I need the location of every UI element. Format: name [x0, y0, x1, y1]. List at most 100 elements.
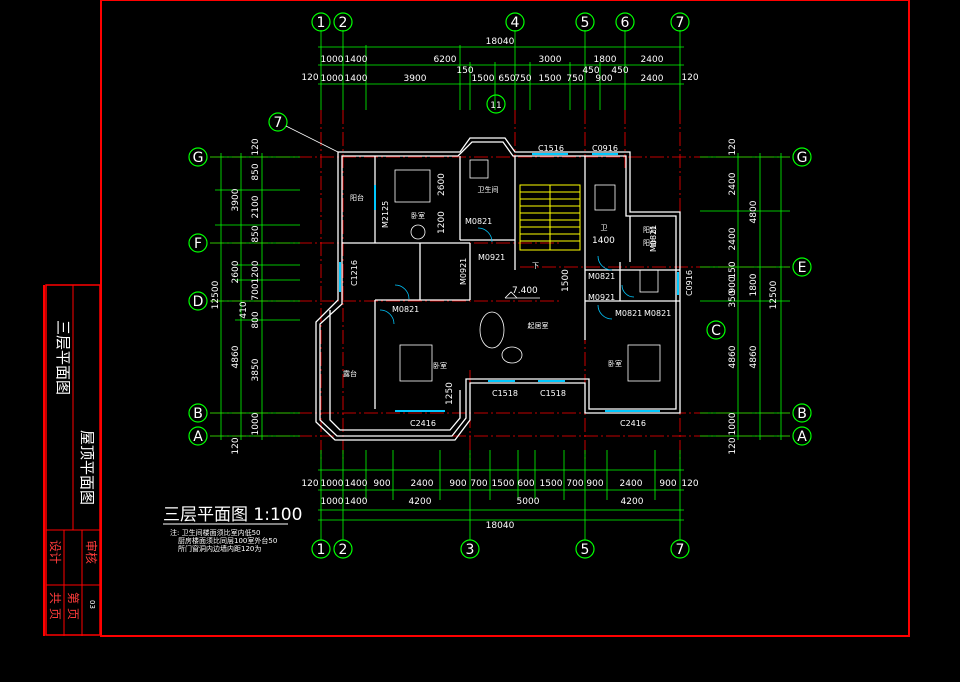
dim-bottom-total: 18040 [486, 521, 515, 531]
axis-top-7: 7 [676, 15, 685, 31]
door-label-m0821-a: M0821 [465, 217, 492, 226]
dim-bottom-5: 900 [449, 479, 466, 489]
door-label-m0921-a: M0921 [478, 253, 505, 262]
dim-right-inner-3: 2400 [728, 227, 738, 250]
level-mark-text: 7.400 [512, 286, 538, 296]
dim-bottom-2: 1400 [345, 479, 368, 489]
dim-bottom2-1: 1000 [321, 497, 344, 507]
dim-top2-9: 900 [595, 74, 612, 84]
dim-left-inner-7: 800 [251, 311, 261, 328]
dim-top-end-left: 120 [301, 73, 318, 83]
dim-top-small-2: 450 [582, 66, 599, 76]
dim-left-inner-5: 1200 [251, 260, 261, 283]
dim-int-1400: 1400 [592, 236, 615, 246]
dim-bottom-4: 2400 [411, 479, 434, 489]
dim-top2-10: 2400 [641, 74, 664, 84]
dim-int-1200: 1200 [437, 211, 447, 234]
dim-left-outer-4: 4860 [231, 345, 241, 368]
drawing-note-1: 注: 卫生间楼面须比室内低50 [170, 528, 261, 537]
dim-top-small-1: 150 [456, 66, 473, 76]
room-balcony-ne: 阳台 [643, 225, 657, 234]
dim-right-total: 12500 [769, 280, 779, 309]
axis-left-b: B [193, 406, 203, 422]
window-label-c1518-a: C1518 [492, 389, 518, 398]
drawing-title: 三层平面图 1:100 注: 卫生间楼面须比室内低50 厨房楼面须比同层100室… [163, 505, 302, 553]
left-dimensions: 12500 3900 2600 410 4860 120 850 2100 85… [211, 138, 261, 454]
dim-right-inner-6: 350 [728, 290, 738, 307]
top-dimensions: 18040 1000 1400 6200 3000 1800 2400 120 … [301, 37, 698, 84]
dim-int-1250: 1250 [445, 382, 455, 405]
door-label-m0821-c: M0821 [588, 272, 615, 281]
dim-top2-3: 3900 [404, 74, 427, 84]
dim-left-inner-10: 120 [231, 437, 241, 454]
window-label-c2416-right: C2416 [620, 419, 646, 428]
dim-top2-5: 650 [498, 74, 515, 84]
axis-bottom-5: 5 [581, 542, 590, 558]
axis-right-g: G [797, 150, 808, 166]
drawing-title-text: 三层平面图 1:100 [163, 505, 302, 525]
axis-top-1: 1 [317, 15, 326, 31]
window-label-c0916-top: C0916 [592, 144, 618, 153]
room-bedroom-se: 卧室 [608, 359, 622, 368]
dim-left-outer-1: 3900 [231, 188, 241, 211]
room-living: 起居室 [528, 321, 549, 330]
axis-bubbles [188, 12, 812, 559]
drawing-note-3: 所门窗洞内边墙内距120为 [178, 544, 261, 553]
window-label-c1516: C1516 [538, 144, 564, 153]
dim-right-inner-9: 120 [728, 437, 738, 454]
dim-right-inner-1: 120 [728, 138, 738, 155]
section-tag-11: 11 [490, 101, 501, 111]
dim-bottom-8: 600 [517, 479, 534, 489]
room-bedroom-n: 卧室 [411, 211, 425, 220]
axis-top-5: 5 [581, 15, 590, 31]
dim-bottom-9: 1500 [540, 479, 563, 489]
room-balcony-e: 阳台 [643, 238, 657, 247]
dim-bottom-11: 900 [586, 479, 603, 489]
dim-bottom-7: 1500 [492, 479, 515, 489]
dim-top-small-3: 450 [611, 66, 628, 76]
room-balcony-nw: 阳台 [350, 193, 364, 202]
dim-right-inner-4: 150 [728, 261, 738, 278]
door-swings [379, 227, 635, 325]
section-tags: 11 7 [268, 94, 506, 153]
door-label-m2125: M2125 [381, 201, 390, 228]
door-labels: M2125 M0821 M0921 M0821 M0921 M0821 M082… [381, 201, 671, 318]
dim-left-outer-2: 2600 [231, 260, 241, 283]
design-label: 设计 [48, 540, 62, 564]
sheet-number: 03 [88, 600, 96, 609]
dim-left-inner-3: 2100 [251, 195, 261, 218]
interior-dimensions: 2600 1200 1400 1500 1250 [437, 173, 615, 405]
axis-labels: 1 2 4 5 6 7 1 2 3 5 7 G F D B A G E B A … [193, 15, 808, 558]
axis-lines [210, 110, 790, 460]
axis-top-2: 2 [339, 15, 348, 31]
dim-top-2: 1400 [345, 55, 368, 65]
dim-top-4: 3000 [539, 55, 562, 65]
right-dimensions: 12500 4800 1800 4860 120 2400 2400 150 9… [728, 138, 779, 454]
dim-top-6: 2400 [641, 55, 664, 65]
axis-bottom-2: 2 [339, 542, 348, 558]
window-label-c1216: C1216 [350, 260, 359, 286]
bottom-dimensions: 120 1000 1400 900 2400 900 700 1500 600 … [301, 479, 698, 531]
section-tag-7: 7 [274, 115, 283, 131]
furniture [394, 159, 661, 382]
dim-right-inner-2: 2400 [728, 172, 738, 195]
dim-top-end-right: 120 [681, 73, 698, 83]
dim-top2-8: 750 [566, 74, 583, 84]
dim-right-outer-2: 1800 [749, 273, 759, 296]
door-label-m0821-f: M0821 [644, 309, 671, 318]
axis-right-b: B [797, 406, 807, 422]
dim-left-inner-6: 700 [251, 283, 261, 300]
dim-top-3: 6200 [434, 55, 457, 65]
door-label-m0921-c: M0921 [588, 293, 615, 302]
dim-right-inner-7: 4860 [728, 345, 738, 368]
dim-right-inner-8: 1000 [728, 412, 738, 435]
dim-int-1500: 1500 [561, 269, 571, 292]
dim-bottom-6: 700 [470, 479, 487, 489]
room-bath-e: 卫 [601, 224, 608, 232]
dim-left-total: 12500 [211, 280, 221, 309]
axis-left-f: F [194, 236, 202, 252]
dim-top-5: 1800 [594, 55, 617, 65]
axis-bottom-1: 1 [317, 542, 326, 558]
room-terrace: 露台 [343, 369, 357, 378]
dim-bottom2-5: 4200 [621, 497, 644, 507]
